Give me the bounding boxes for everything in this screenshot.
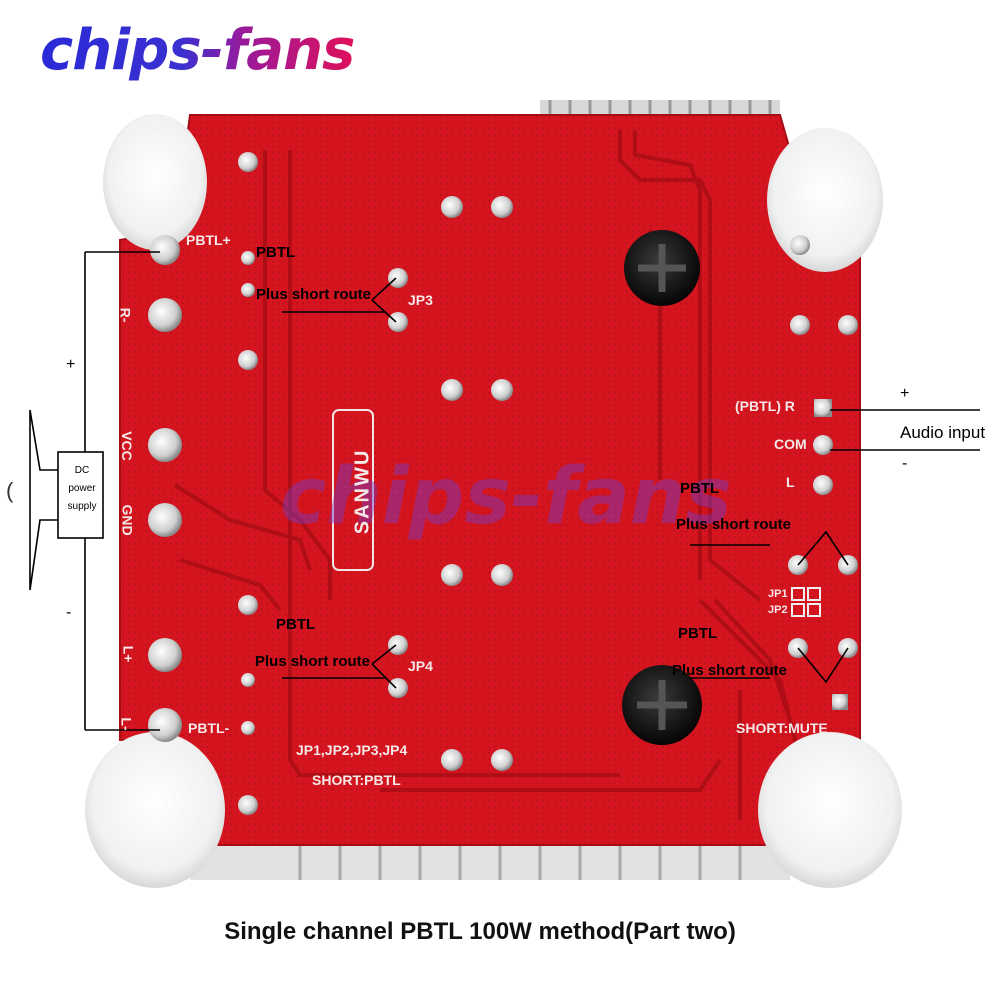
heatsink-bottom	[190, 840, 790, 880]
dc-line-2: power	[68, 483, 96, 494]
silk-short-pbtl: SHORT:PBTL	[312, 772, 401, 788]
silk-jumpers-note: JP1,JP2,JP3,JP4	[296, 742, 408, 758]
sanwu-silk-box	[332, 409, 374, 571]
jp4-label-pbtl: PBTL	[276, 616, 316, 633]
jp1-label-pbtl: PBTL	[680, 480, 720, 497]
silk-pbtl-r: (PBTL) R	[735, 398, 795, 414]
jp2-label-pbtl: PBTL	[678, 625, 718, 642]
silk-l: L	[786, 474, 795, 490]
annotation-lines	[29, 251, 980, 731]
silk-l-plus: L+	[120, 645, 137, 663]
silk-sanwu: SANWU	[351, 448, 374, 535]
silk-pbtl-minus: PBTL-	[188, 720, 230, 736]
silk-l-minus: L-	[118, 717, 135, 731]
silk-gnd: GND	[119, 504, 136, 536]
silk-jp3: JP3	[408, 292, 433, 308]
solder-pads	[148, 152, 858, 815]
silk-pbtl-plus: PBTL+	[186, 232, 231, 248]
screws	[622, 230, 702, 745]
silk-short-mute: SHORT:MUTE	[736, 720, 828, 736]
dc-power-supply-box: DC power supply	[62, 462, 102, 516]
audio-plus-sign: +	[900, 385, 910, 402]
power-minus-sign: -	[66, 604, 72, 621]
power-plus-sign: +	[66, 356, 76, 373]
jp3-label-route: Plus short route	[256, 286, 372, 303]
silk-com: COM	[774, 436, 807, 452]
jp2-label-route: Plus short route	[672, 662, 788, 679]
watermark: chips-fans	[280, 452, 732, 542]
dc-line-1: DC	[74, 465, 90, 476]
image-caption: Single channel PBTL 100W method(Part two…	[224, 918, 736, 945]
audio-minus-sign: -	[902, 455, 908, 472]
jp1-label-route: Plus short route	[676, 516, 792, 533]
brand-logo: chips-fans	[40, 18, 355, 83]
silk-jp2: JP2	[768, 604, 788, 616]
dc-line-3: supply	[67, 501, 97, 512]
silk-jp4: JP4	[408, 658, 433, 674]
silk-vcc: VCC	[118, 431, 135, 461]
jp3-label-pbtl: PBTL	[256, 244, 296, 261]
silk-jp1: JP1	[768, 588, 788, 600]
jp4-label-route: Plus short route	[255, 653, 371, 670]
speaker-wave: (	[6, 478, 14, 503]
audio-input-label: Audio input	[900, 423, 986, 442]
silk-r-minus: R-	[117, 307, 134, 323]
